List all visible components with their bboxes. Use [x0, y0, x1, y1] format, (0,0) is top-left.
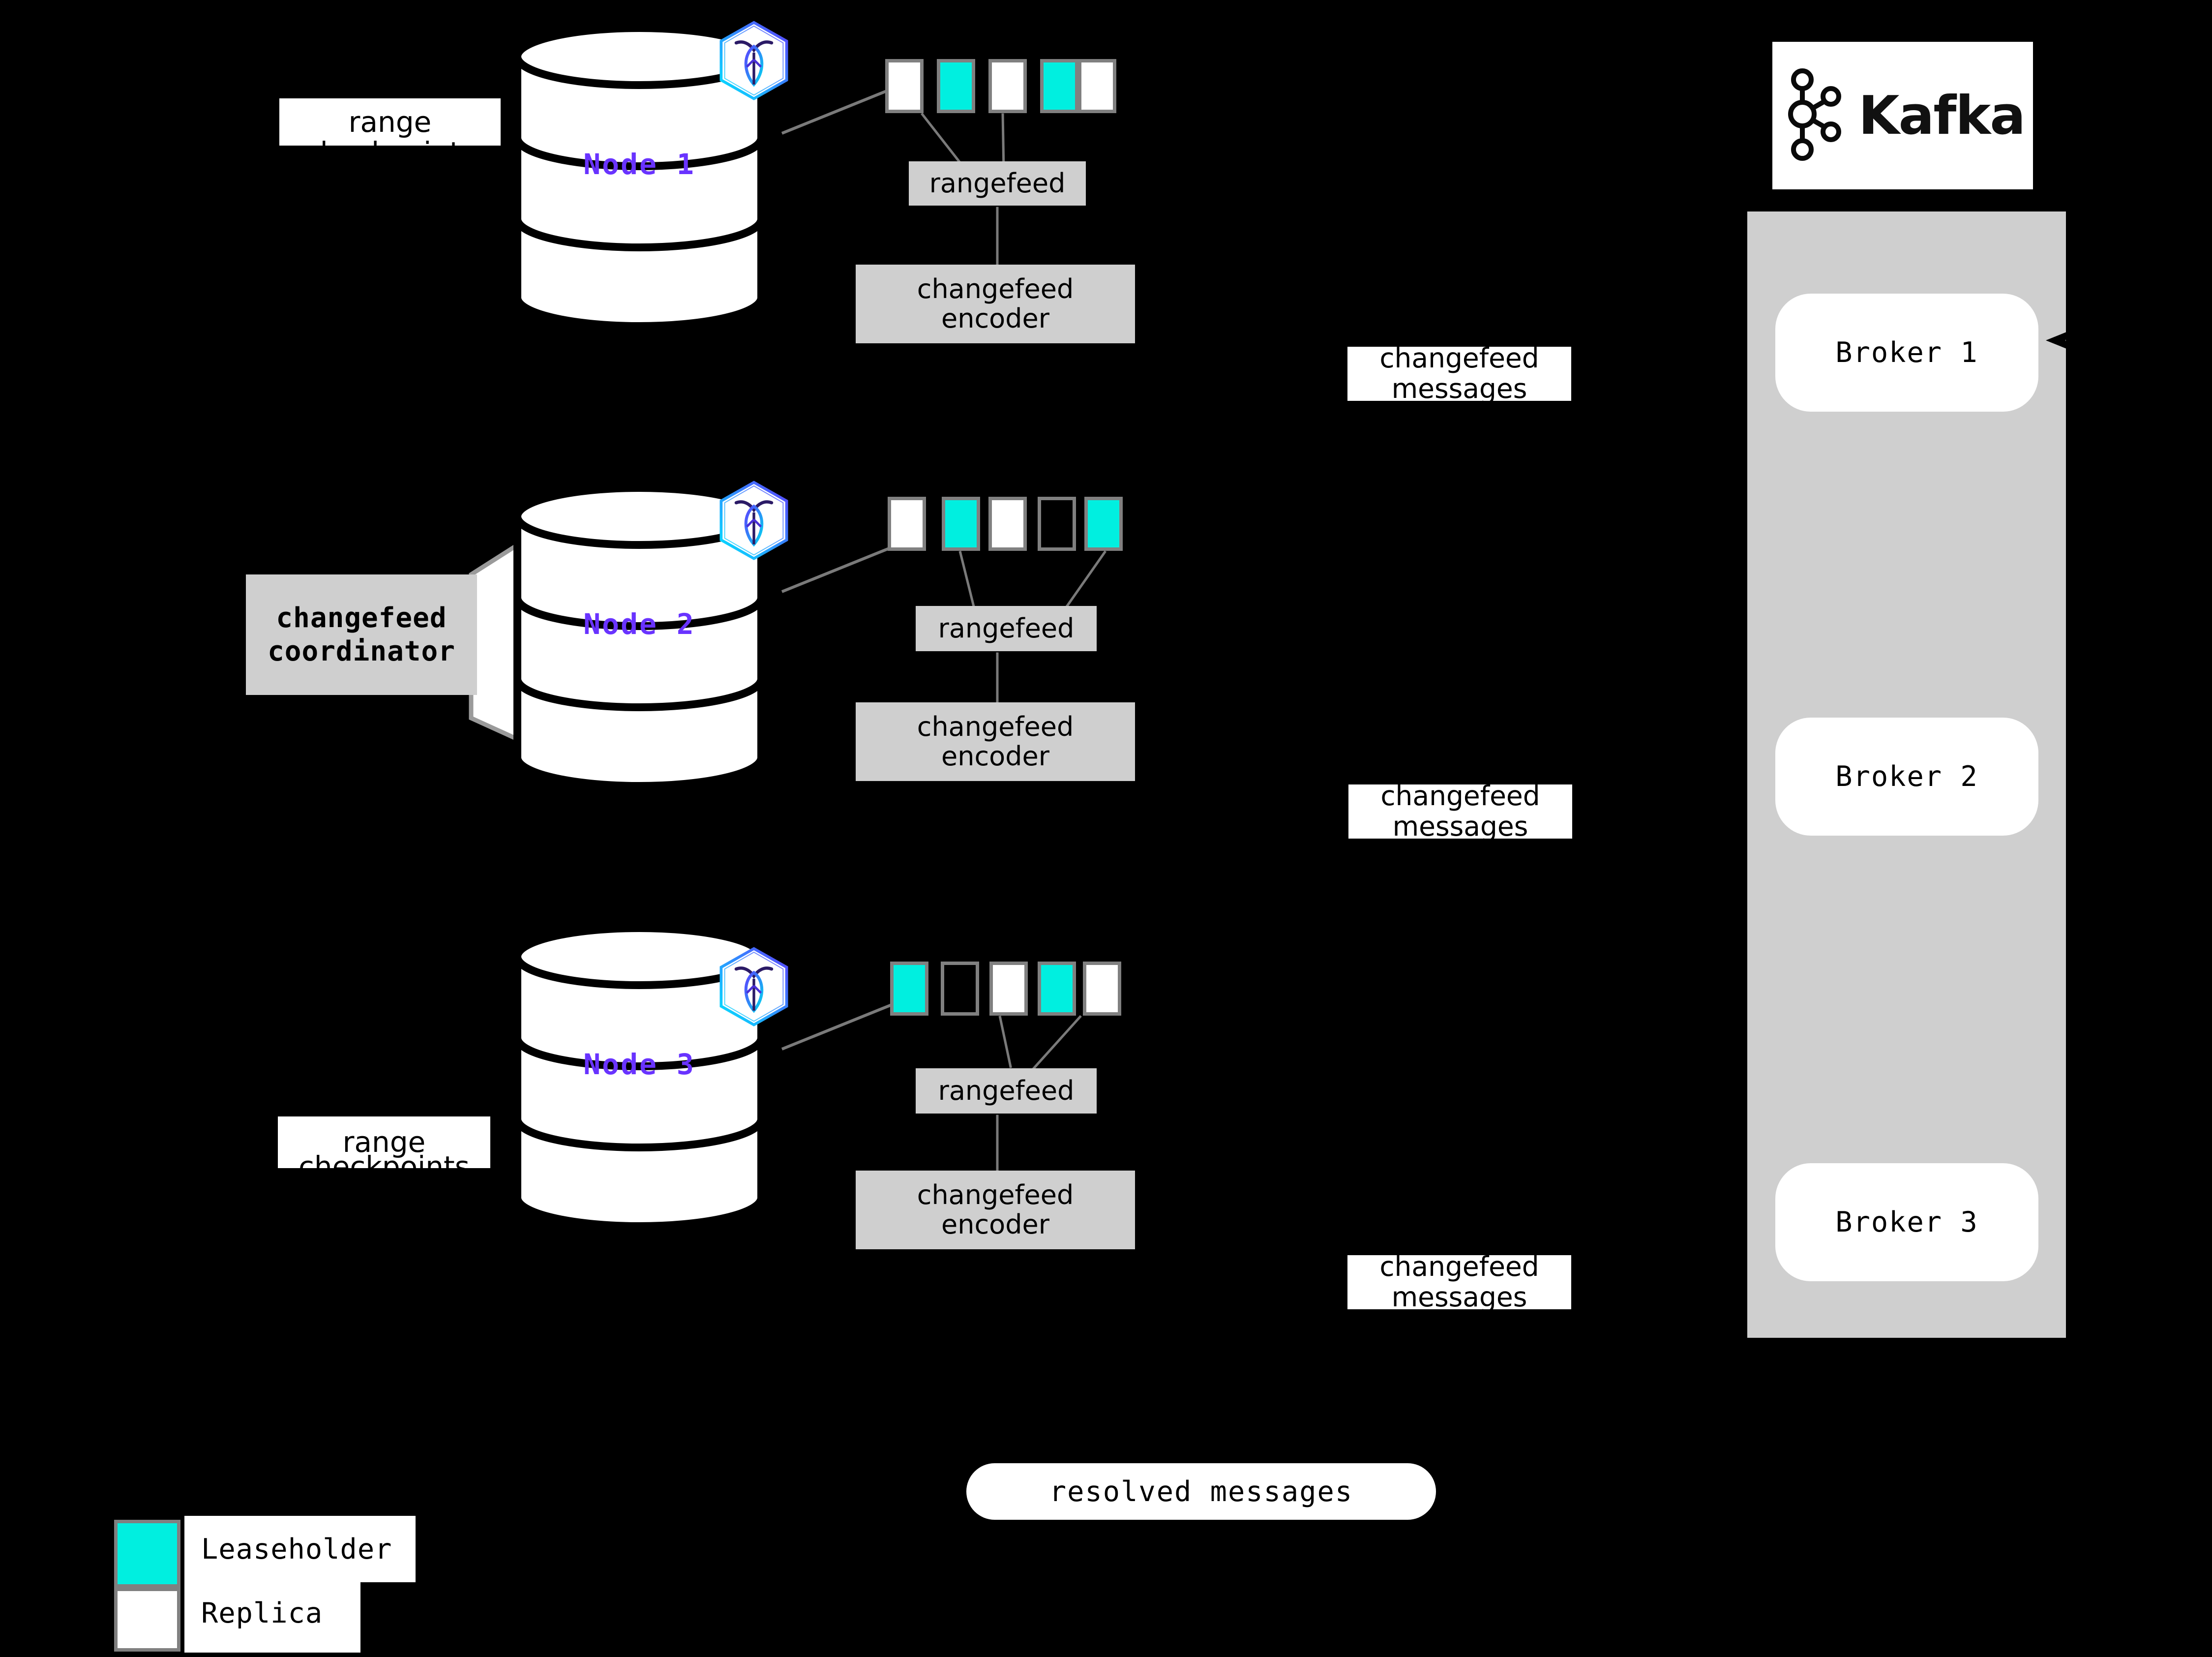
node-2-encoder-line2: encoder: [941, 741, 1049, 772]
coordinator-line2: coordinator: [268, 635, 455, 667]
node-3-database-cylinder: Node 3: [511, 927, 767, 1227]
node-3-range-1[interactable]: [890, 962, 928, 1016]
kafka-nodes-icon: [1781, 68, 1850, 163]
cockroachdb-logo-svg: [719, 481, 788, 560]
arrowhead-shape-icon: [2046, 330, 2071, 351]
broker-2-label: Broker 2: [1835, 760, 1978, 793]
node-1-range-2[interactable]: [937, 59, 975, 113]
node-2-range-2[interactable]: [942, 497, 980, 551]
node-3-range-4[interactable]: [1038, 962, 1076, 1016]
node-3-encoder-line1: changefeed: [917, 1179, 1074, 1210]
cockroachdb-hexagon-icon: [710, 17, 798, 108]
node-2-range-3[interactable]: [988, 497, 1027, 551]
legend-replica-label: Replica: [201, 1597, 323, 1629]
node-3-rangefeed-box[interactable]: rangefeed: [916, 1068, 1097, 1114]
node-1-range-checkpoints-label: range checkpoints: [279, 98, 501, 168]
cylinder-shape-icon: [513, 927, 765, 1227]
node-3-encoder-line2: encoder: [941, 1209, 1049, 1240]
node-3-changefeed-encoder-box[interactable]: changefeed encoder: [856, 1171, 1135, 1249]
node-3-range-2[interactable]: [941, 962, 979, 1016]
node-2-encoder-line1: changefeed: [917, 711, 1074, 742]
node-2-range-1[interactable]: [888, 497, 926, 551]
legend-leaseholder-swatch: [114, 1520, 180, 1588]
cockroachdb-hexagon-icon: [710, 477, 798, 568]
changefeed-messages-label-2: changefeed messages: [1348, 780, 1572, 842]
node-2-rangefeed-box[interactable]: rangefeed: [916, 606, 1097, 651]
changefeed-messages-2-line1: changefeed: [1380, 780, 1540, 812]
node-1-connector-to-range: [781, 86, 897, 135]
node-3-side-line2: checkpoints: [299, 1150, 470, 1183]
broker-1-box[interactable]: Broker 1: [1775, 294, 2038, 412]
node-1-label: Node 1: [583, 148, 695, 181]
node-2-range-5[interactable]: [1084, 497, 1123, 551]
changefeed-messages-3-line2: messages: [1391, 1281, 1527, 1313]
node-1-range-4[interactable]: [1040, 59, 1078, 113]
node-1-encoder-line2: encoder: [941, 303, 1049, 334]
node-1-range-1[interactable]: [885, 59, 924, 113]
node-2-rangefeed-to-encoder-line: [996, 652, 999, 708]
node-1-encoder-line1: changefeed: [917, 273, 1074, 304]
legend-leaseholder-label: Leaseholder: [201, 1533, 392, 1566]
broker-3-label: Broker 3: [1835, 1206, 1978, 1238]
cockroachdb-logo-svg: [719, 21, 788, 100]
kafka-inbound-arrow-icon: [2046, 327, 2075, 356]
kafka-wordmark: Kafka: [1858, 85, 2026, 147]
changefeed-coordinator-box[interactable]: changefeed coordinator: [246, 574, 477, 695]
node-2-range-4[interactable]: [1038, 497, 1076, 551]
node-1-rangefeed-box[interactable]: rangefeed: [909, 161, 1086, 206]
broker-1-label: Broker 1: [1835, 336, 1978, 369]
coordinator-line1: changefeed: [276, 602, 447, 634]
changefeed-messages-1-line1: changefeed: [1379, 342, 1539, 374]
node-3-range-3[interactable]: [989, 962, 1028, 1016]
node-1-changefeed-encoder-box[interactable]: changefeed encoder: [856, 265, 1135, 343]
node-3-connector-to-range: [781, 1001, 897, 1051]
changefeed-messages-2-line2: messages: [1392, 811, 1528, 842]
resolved-messages-pill[interactable]: resolved messages: [966, 1463, 1436, 1520]
node-3-range-5[interactable]: [1083, 962, 1121, 1016]
node-1-database-cylinder: Node 1: [511, 27, 767, 327]
node-3-rangefeed-to-encoder-line: [996, 1115, 999, 1171]
node-2-changefeed-encoder-box[interactable]: changefeed encoder: [856, 702, 1135, 781]
node-2-label: Node 2: [583, 607, 695, 641]
changefeed-messages-label-3: changefeed messages: [1347, 1251, 1571, 1312]
node-3-range-to-rangefeed-line-a: [998, 1015, 1012, 1068]
cockroachdb-logo-svg: [719, 947, 788, 1026]
node-1-side-line2: checkpoints: [304, 136, 476, 169]
changefeed-messages-1-line2: messages: [1391, 373, 1527, 404]
node-2-range-to-rangefeed-line-a: [958, 550, 976, 610]
broker-3-box[interactable]: Broker 3: [1775, 1163, 2038, 1281]
node-1-side-line1: range: [348, 105, 432, 139]
node-3-label: Node 3: [583, 1048, 695, 1081]
node-1-range-3[interactable]: [988, 59, 1027, 113]
legend-leaseholder-row: Leaseholder: [184, 1516, 416, 1582]
changefeed-messages-label-1: changefeed messages: [1347, 343, 1571, 404]
changefeed-messages-3-line1: changefeed: [1379, 1251, 1539, 1283]
node-3-rangefeed-label: rangefeed: [938, 1075, 1075, 1106]
cockroachdb-hexagon-icon: [710, 943, 798, 1034]
node-2-connector-to-range: [781, 544, 897, 593]
cylinder-shape-icon: [513, 27, 765, 327]
kafka-logo-plate: Kafka: [1772, 42, 2033, 189]
broker-2-box[interactable]: Broker 2: [1775, 718, 2038, 836]
node-1-range-5[interactable]: [1078, 59, 1116, 113]
legend-replica-swatch: [114, 1588, 180, 1652]
kafka-logo-svg: [1788, 68, 1841, 161]
node-1-rangefeed-label: rangefeed: [929, 167, 1066, 199]
node-2-rangefeed-label: rangefeed: [938, 612, 1075, 644]
resolved-messages-label: resolved messages: [1049, 1475, 1353, 1508]
node-3-range-to-rangefeed-line-b: [1031, 1015, 1082, 1071]
node-3-range-checkpoints-label: range checkpoints: [278, 1116, 490, 1182]
node-3-side-line1: range: [342, 1125, 426, 1159]
legend-replica-row: Replica: [184, 1574, 360, 1653]
